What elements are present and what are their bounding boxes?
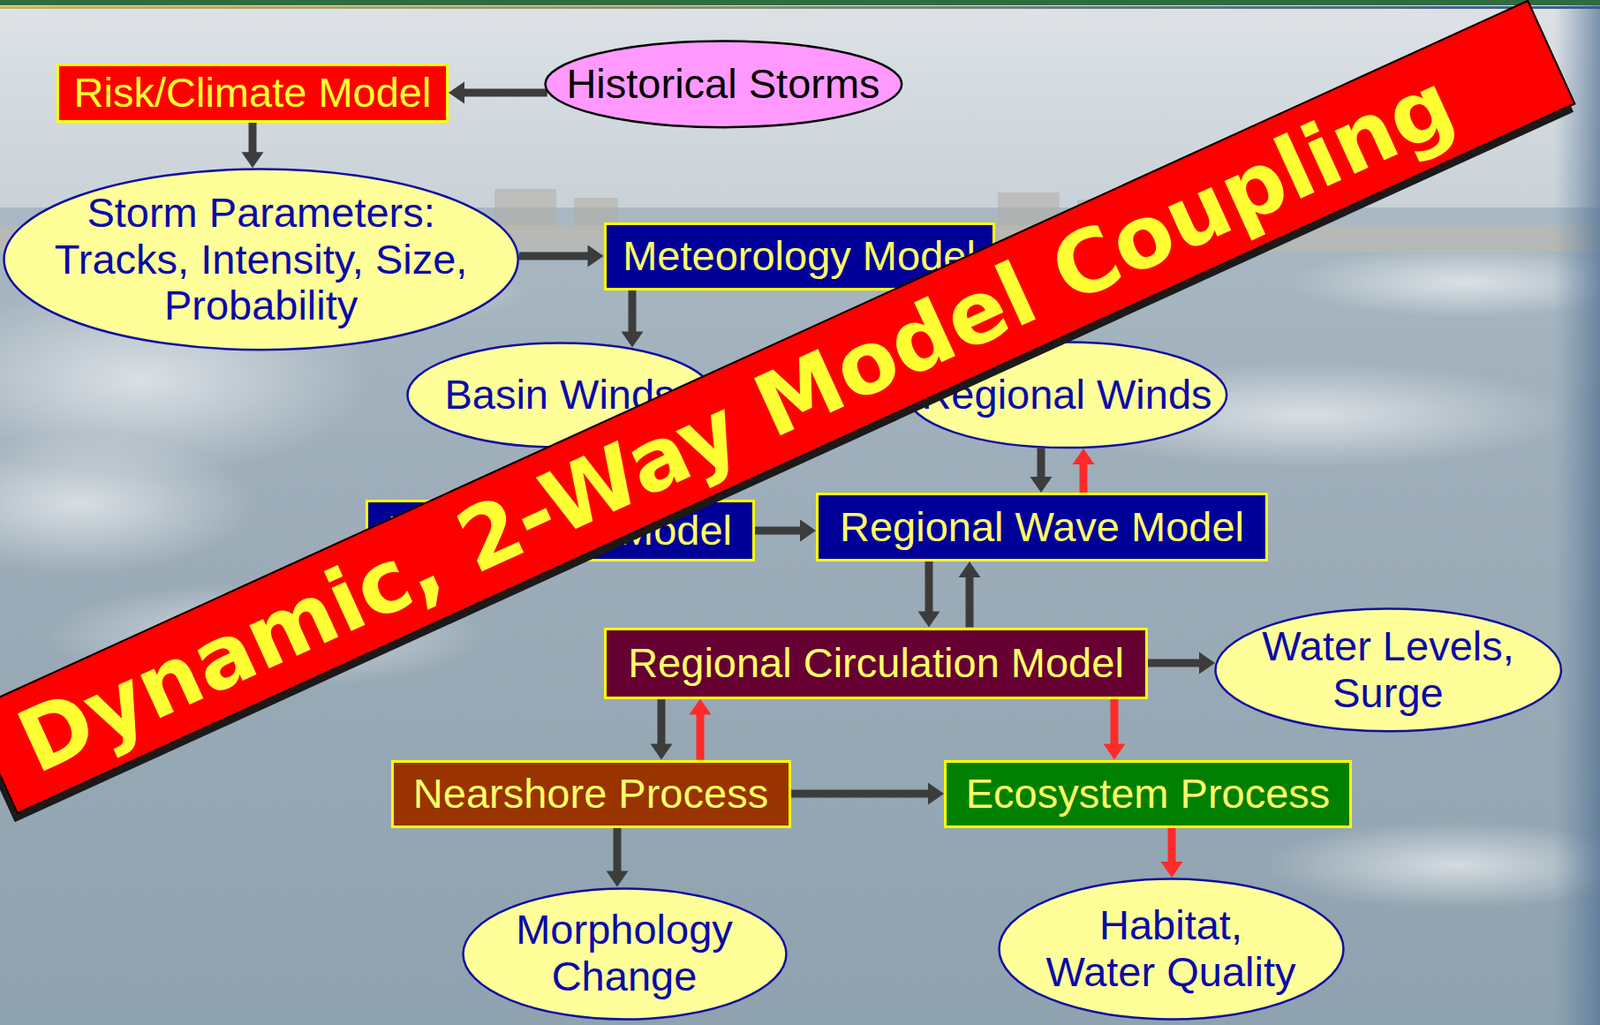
arrow-shaft	[1110, 699, 1119, 746]
connector-arrow	[1030, 448, 1053, 493]
foam	[1289, 247, 1600, 318]
arrow-head	[448, 82, 465, 105]
arrow-head	[1030, 476, 1053, 493]
output-ellipse: Habitat, Water Quality	[997, 877, 1345, 1021]
node-label: Morphology Change	[508, 906, 740, 1000]
process-box: Nearshore Process	[391, 760, 792, 829]
node-label: Regional Circulation Model	[627, 640, 1125, 687]
arrow-head	[918, 611, 941, 628]
arrow-head	[1103, 744, 1126, 761]
node-label: Regional Wave Model	[839, 504, 1245, 551]
connector-arrow	[958, 561, 982, 628]
output-ellipse: Morphology Change	[461, 887, 788, 1021]
foam	[0, 432, 257, 574]
node-label: Ecosystem Process	[966, 770, 1331, 818]
output-ellipse: Water Levels, Surge	[1214, 607, 1563, 733]
arrow-shaft	[249, 122, 257, 154]
node-label: Water Levels, Surge	[1255, 623, 1521, 717]
arrow-head	[689, 699, 712, 716]
arrow-shaft	[613, 828, 622, 873]
ellipse-shape	[4, 169, 519, 351]
arrow-head	[1072, 448, 1095, 465]
ellipse-shape	[1215, 609, 1561, 733]
connector-arrow	[606, 828, 629, 888]
arrow-shaft	[925, 561, 934, 613]
connector-arrow	[241, 122, 265, 169]
arrow-head	[650, 744, 673, 761]
ellipse-shape	[462, 888, 786, 1019]
arrow-shaft	[463, 89, 548, 98]
arrow-head	[1199, 652, 1216, 675]
data-ellipse: Historical Storms	[543, 39, 904, 129]
arrow-head	[800, 520, 816, 543]
connector-arrow	[519, 245, 604, 268]
arrow-shaft	[754, 527, 802, 536]
connector-arrow	[650, 699, 673, 761]
arrow-shaft	[657, 699, 666, 746]
model-box: Regional Circulation Model	[603, 627, 1148, 700]
connector-arrow	[1103, 699, 1126, 761]
slide-edge	[1554, 0, 1600, 1025]
connector-arrow	[754, 520, 817, 543]
arrow-shaft	[1037, 448, 1046, 478]
node-label: Risk/Climate Model	[74, 69, 432, 117]
arrow-shaft	[519, 252, 589, 261]
node-label: Meteorology Model	[622, 233, 976, 280]
connector-arrow	[1161, 828, 1184, 879]
node-label: Habitat, Water Quality	[1041, 902, 1300, 996]
arrow-head	[958, 561, 982, 578]
connector-arrow	[791, 783, 945, 806]
house	[494, 188, 557, 230]
arrow-shaft	[696, 714, 705, 761]
ellipse-shape	[407, 342, 713, 447]
arrow-shaft	[966, 576, 974, 628]
model-box: Risk/Climate Model	[56, 63, 449, 123]
ellipse-shape	[998, 879, 1344, 1020]
node-label: Historical Storms	[566, 60, 880, 108]
arrow-head	[588, 245, 604, 268]
connector-arrow	[448, 82, 548, 105]
top-rule	[0, 6, 1600, 9]
node-label: Nearshore Process	[413, 770, 769, 818]
arrow-shaft	[1079, 463, 1088, 493]
node-label: Storm Parameters: Tracks, Intensity, Siz…	[45, 189, 478, 330]
ellipse-shape	[906, 341, 1227, 448]
arrow-head	[621, 332, 644, 348]
arrow-head	[1161, 861, 1184, 878]
model-box: Regional Wave Model	[815, 492, 1268, 562]
foam	[1262, 821, 1600, 910]
arrow-head	[928, 783, 944, 806]
top-bar	[0, 0, 1600, 6]
connector-arrow	[1147, 652, 1216, 675]
arrow-shaft	[791, 790, 930, 799]
arrow-shaft	[1147, 659, 1200, 668]
arrow-head	[606, 871, 629, 888]
ellipse-shape	[544, 40, 902, 128]
arrow-shaft	[1168, 828, 1177, 864]
connector-arrow	[621, 290, 644, 348]
arrow-shaft	[628, 290, 637, 333]
output-ellipse: Storm Parameters: Tracks, Intensity, Siz…	[2, 167, 520, 352]
connector-arrow	[918, 561, 941, 628]
process-box: Ecosystem Process	[943, 760, 1352, 829]
connector-arrow	[689, 699, 712, 761]
arrow-head	[241, 151, 265, 168]
connector-arrow	[1072, 448, 1095, 493]
